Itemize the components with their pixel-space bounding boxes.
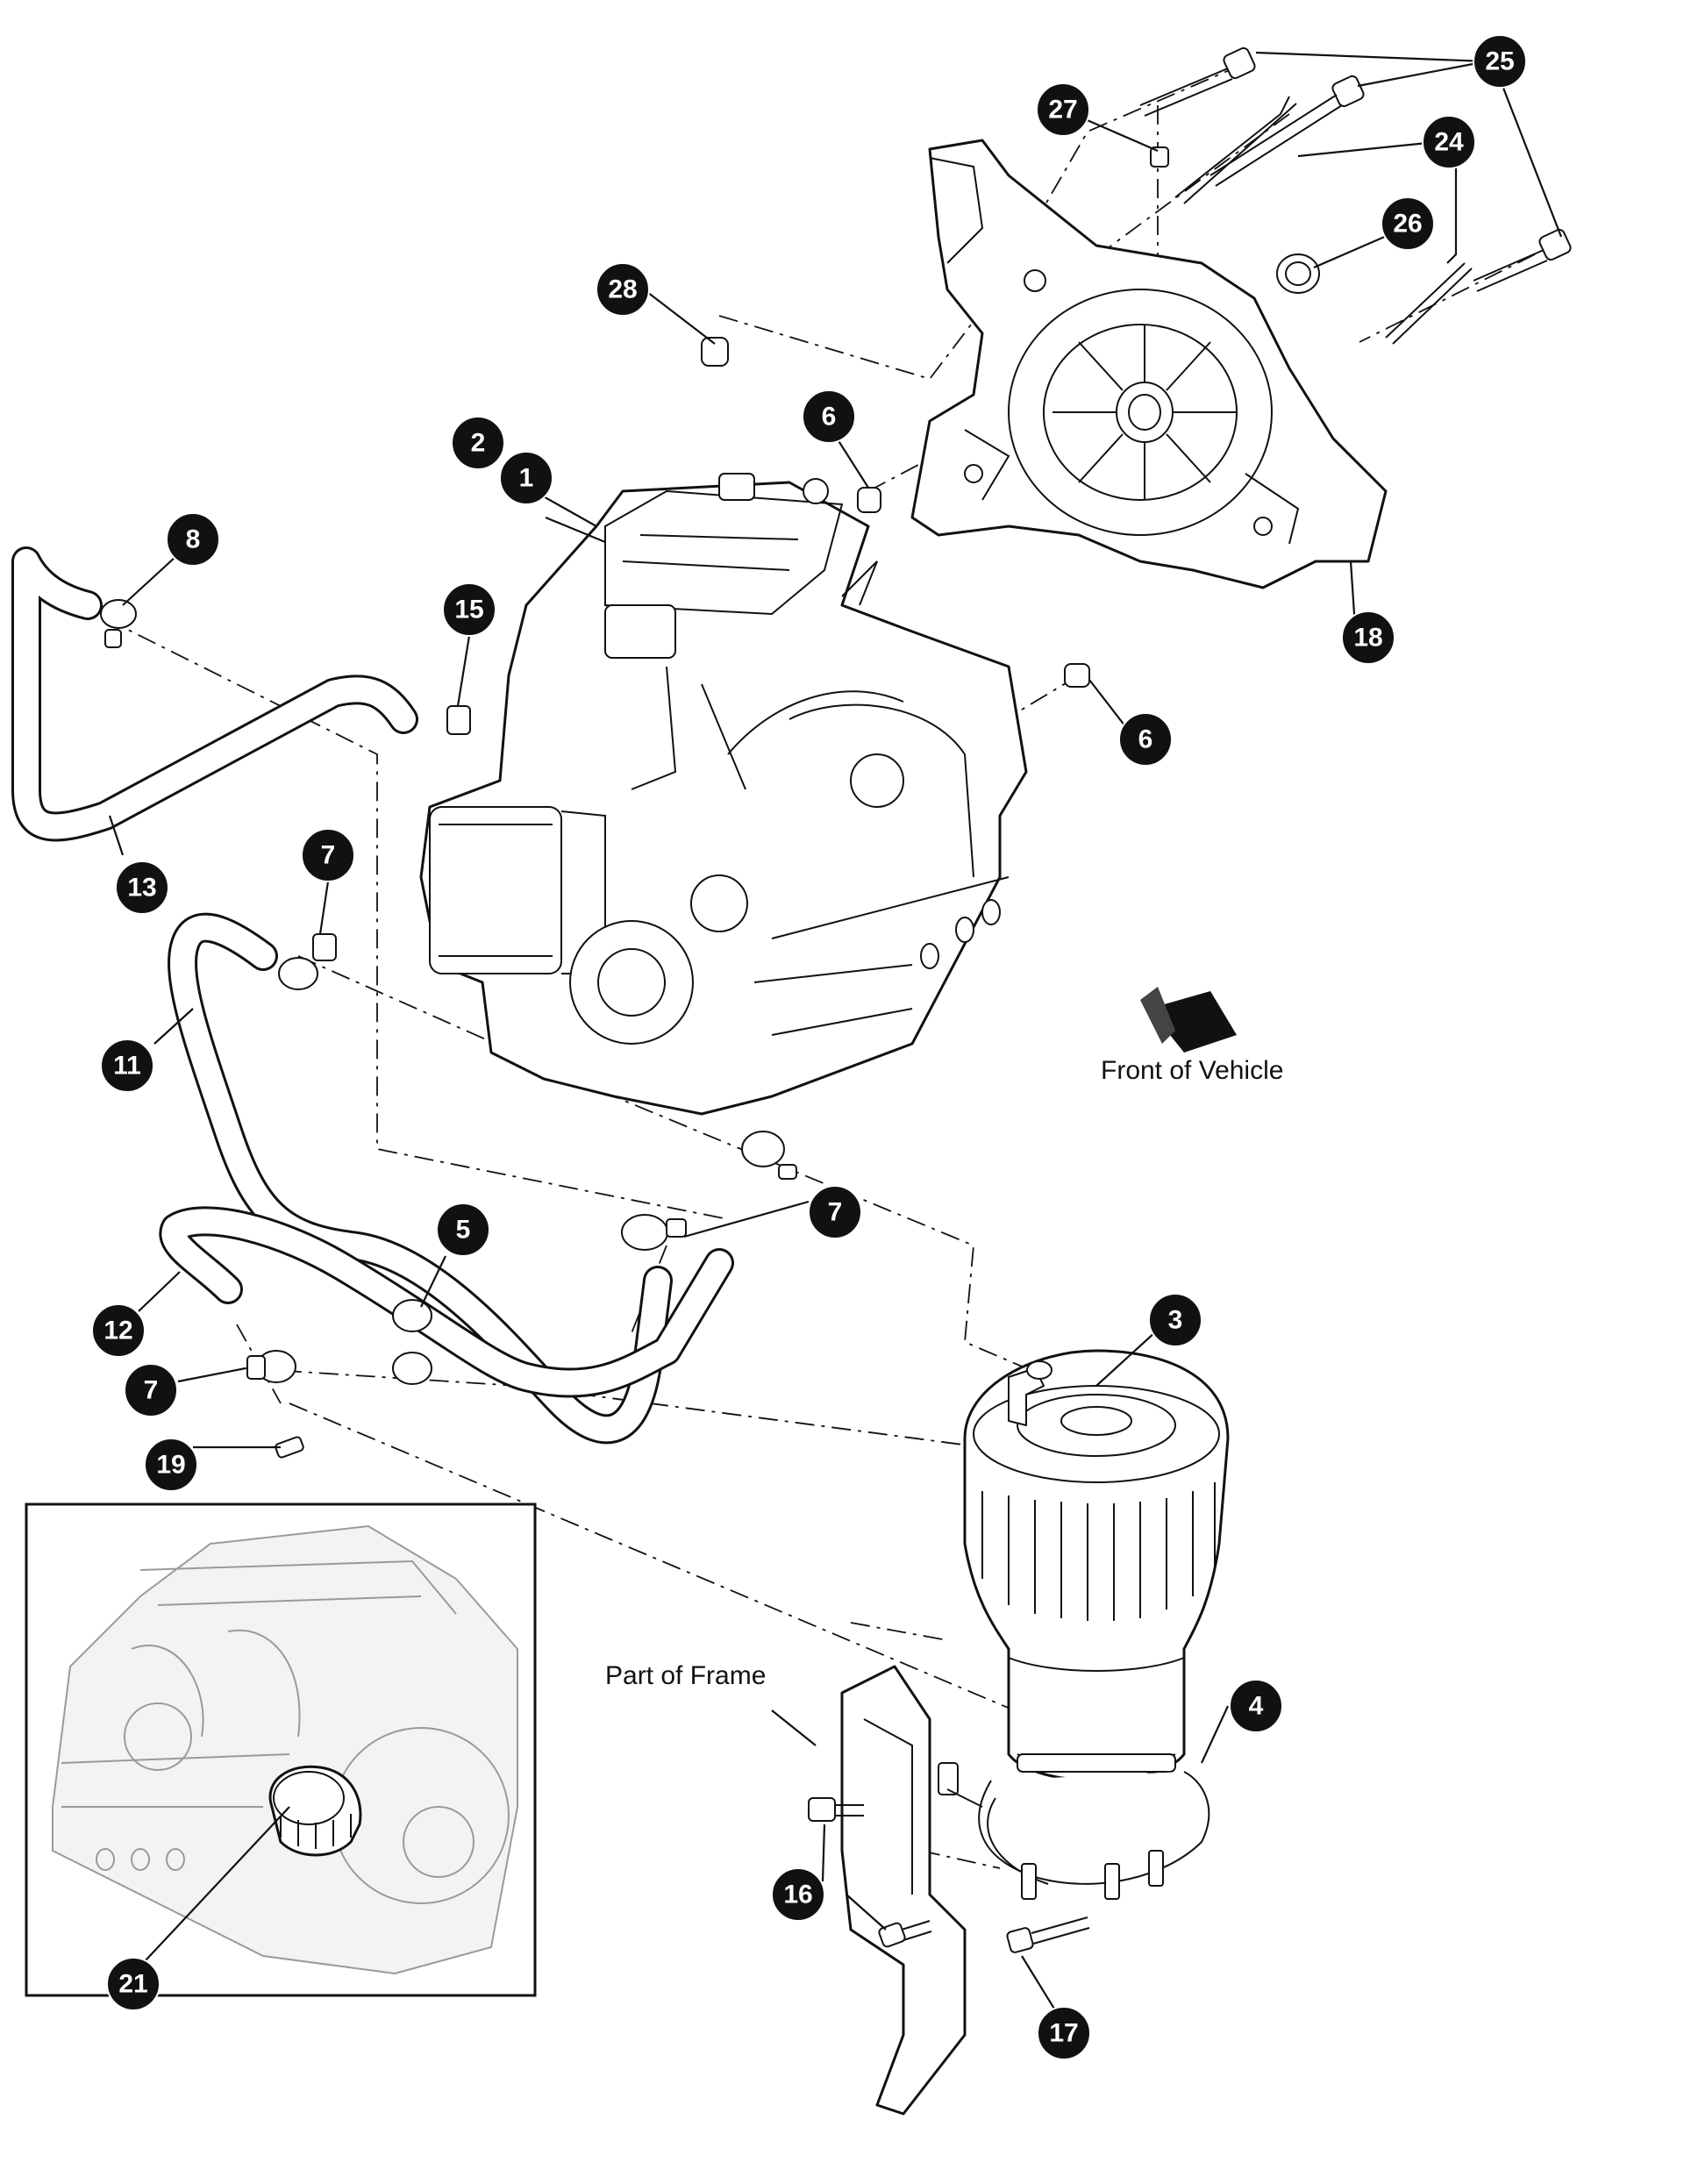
svg-text:5: 5 bbox=[456, 1216, 471, 1245]
svg-text:1: 1 bbox=[519, 464, 534, 493]
housing-bolts bbox=[1139, 46, 1572, 345]
dowel-6-lower bbox=[1064, 663, 1090, 688]
callout-7-low: 7 bbox=[124, 1363, 178, 1417]
air-filter-strap bbox=[938, 1762, 1210, 1900]
svg-text:24: 24 bbox=[1434, 128, 1464, 157]
dowel-28 bbox=[701, 337, 729, 367]
air-filter-canister bbox=[963, 1349, 1230, 1782]
hose-12 bbox=[159, 1206, 734, 1398]
callout-15: 15 bbox=[442, 582, 496, 637]
engine-assembly bbox=[419, 473, 1028, 1116]
svg-text:27: 27 bbox=[1048, 96, 1077, 125]
seal-26 bbox=[1276, 253, 1320, 294]
callout-16: 16 bbox=[771, 1867, 825, 1922]
svg-text:6: 6 bbox=[822, 403, 837, 432]
callout-11: 11 bbox=[100, 1038, 154, 1093]
callout-3: 3 bbox=[1148, 1293, 1202, 1347]
callout-21: 21 bbox=[106, 1957, 161, 2011]
callout-12: 12 bbox=[91, 1303, 146, 1358]
oil-filter-inset bbox=[25, 1502, 537, 1997]
svg-text:28: 28 bbox=[608, 275, 637, 304]
callout-5: 5 bbox=[436, 1203, 490, 1257]
svg-text:7: 7 bbox=[144, 1376, 159, 1405]
callout-6-upper: 6 bbox=[802, 389, 856, 444]
part-of-frame-label: Part of Frame bbox=[605, 1661, 766, 1690]
oil-filter-21 bbox=[268, 1765, 362, 1857]
svg-text:4: 4 bbox=[1249, 1692, 1264, 1721]
hose-13 bbox=[11, 546, 418, 842]
svg-text:11: 11 bbox=[113, 1052, 141, 1081]
transmission-housing bbox=[910, 139, 1388, 589]
callout-26: 26 bbox=[1381, 196, 1435, 251]
front-arrow-icon bbox=[1140, 987, 1237, 1053]
svg-text:15: 15 bbox=[454, 596, 483, 625]
svg-text:12: 12 bbox=[103, 1317, 132, 1345]
svg-text:2: 2 bbox=[471, 429, 486, 458]
svg-text:7: 7 bbox=[828, 1198, 843, 1227]
svg-text:17: 17 bbox=[1049, 2019, 1078, 2048]
callout-28: 28 bbox=[596, 262, 650, 317]
callout-4: 4 bbox=[1229, 1679, 1283, 1733]
callout-6-lower: 6 bbox=[1118, 712, 1173, 767]
callout-7-mid: 7 bbox=[808, 1185, 862, 1239]
callout-2: 2 bbox=[451, 416, 505, 470]
leader-lines bbox=[108, 51, 1563, 2014]
dowel-6-upper bbox=[857, 487, 881, 513]
svg-text:18: 18 bbox=[1353, 624, 1382, 653]
svg-text:8: 8 bbox=[186, 525, 201, 554]
svg-text:26: 26 bbox=[1393, 210, 1422, 239]
callout-18: 18 bbox=[1341, 610, 1395, 665]
callout-24: 24 bbox=[1422, 115, 1476, 169]
callout-1: 1 bbox=[499, 451, 553, 505]
callout-13: 13 bbox=[115, 860, 169, 915]
svg-text:19: 19 bbox=[156, 1451, 185, 1480]
svg-text:16: 16 bbox=[783, 1881, 812, 1909]
front-of-vehicle-label: Front of Vehicle bbox=[1101, 1056, 1283, 1085]
callout-27: 27 bbox=[1036, 82, 1090, 137]
callout-19: 19 bbox=[144, 1438, 198, 1492]
callout-25: 25 bbox=[1473, 34, 1527, 89]
svg-text:6: 6 bbox=[1138, 725, 1153, 754]
svg-text:3: 3 bbox=[1168, 1306, 1183, 1335]
clamps bbox=[100, 599, 797, 1459]
callout-7-top: 7 bbox=[301, 828, 355, 882]
svg-text:13: 13 bbox=[127, 874, 156, 903]
svg-text:21: 21 bbox=[118, 1970, 147, 1999]
svg-text:25: 25 bbox=[1485, 47, 1514, 76]
frame-bracket bbox=[840, 1665, 967, 2116]
callout-17: 17 bbox=[1037, 2006, 1091, 2060]
callout-8: 8 bbox=[166, 512, 220, 567]
svg-text:7: 7 bbox=[321, 841, 336, 870]
